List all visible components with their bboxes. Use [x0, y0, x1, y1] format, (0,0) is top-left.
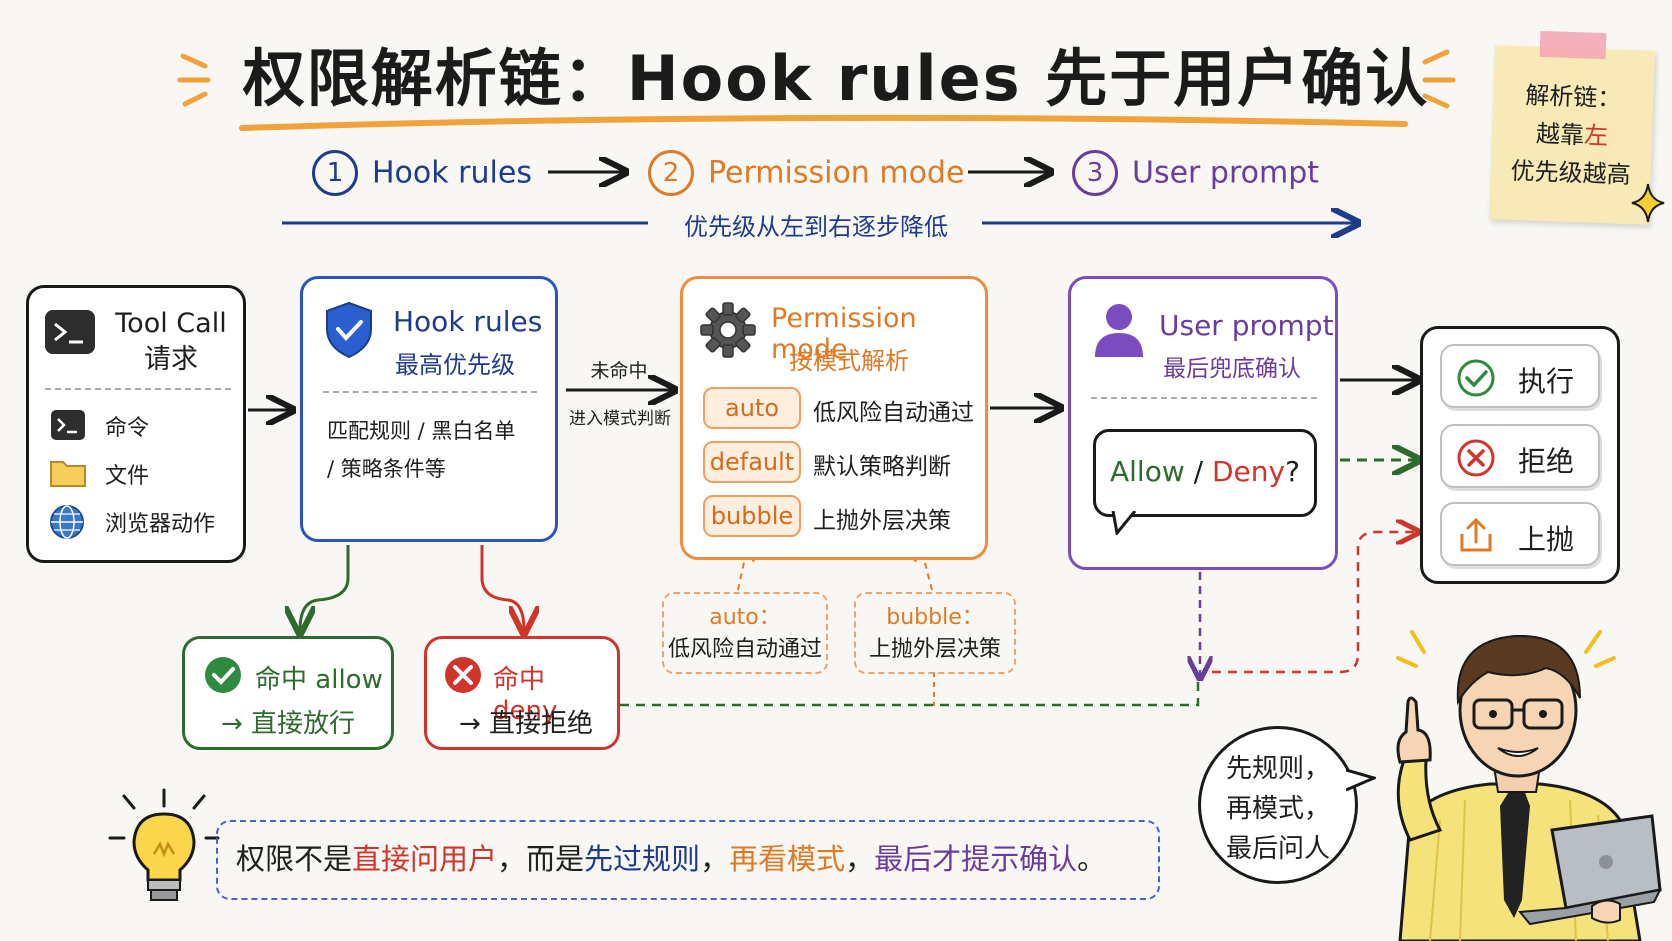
mode-desc: 低风险自动通过	[813, 400, 974, 426]
globe-icon	[50, 505, 84, 539]
character-sparks	[1396, 630, 1616, 668]
terminal-icon	[51, 410, 85, 440]
step-user-prompt: 3 User prompt	[1072, 150, 1319, 196]
hit-deny-card: 命中 deny → 直接拒绝	[424, 636, 620, 750]
page-title: 权限解析链：Hook rules 先于用户确认	[242, 42, 1430, 115]
hit-deny-action: → 直接拒绝	[459, 709, 594, 739]
mode-desc: 默认策略判断	[813, 454, 951, 480]
priority-label: 优先级从左到右逐步降低	[684, 213, 948, 241]
hit-deny-title: 命中 deny	[493, 665, 558, 726]
result-execute: 执行	[1440, 344, 1600, 408]
hook-rules-card: Hook rules 最高优先级 匹配规则 / 黑白名单 / 策略条件等	[300, 276, 558, 542]
x-circle-icon	[1457, 439, 1495, 477]
allow-deny-bubble: Allow / Deny?	[1093, 429, 1317, 517]
permission-subtitle: 按模式解析	[789, 347, 909, 375]
auto-note: auto： 低风险自动通过	[662, 592, 828, 674]
result-label: 拒绝	[1518, 445, 1575, 478]
tool-call-card: Tool Call 请求 命令 文件 浏览器动作	[26, 285, 246, 563]
star-icon	[1631, 183, 1665, 223]
step-label: Permission mode	[708, 155, 965, 191]
gear-icon	[700, 302, 756, 358]
user-icon	[1095, 304, 1143, 357]
miss-label-2: 进入模式判断	[569, 409, 671, 429]
step-number: 3	[1072, 150, 1118, 196]
hit-allow-action: → 直接放行	[221, 709, 356, 739]
miss-label-1: 未命中	[590, 360, 648, 382]
tool-call-title: Tool Call 请求	[115, 308, 227, 375]
title-underline	[239, 114, 1408, 131]
speech-bubble: 先规则， 再模式， 最后问人	[1198, 726, 1358, 884]
note-line-1: 解析链：	[1524, 81, 1622, 113]
x-circle-icon	[445, 657, 481, 693]
step-permission-mode: 2 Permission mode	[648, 150, 964, 196]
item-label: 浏览器动作	[105, 512, 216, 537]
item-label: 文件	[105, 464, 150, 489]
result-bubble-up: 上抛	[1440, 502, 1600, 566]
permission-mode-card: Permission mode 按模式解析 auto 低风险自动通过 defau…	[680, 276, 988, 560]
hook-subtitle: 最高优先级	[395, 351, 515, 379]
note-line-2: 越靠左	[1535, 119, 1609, 151]
presenter-character	[1396, 634, 1662, 941]
shield-icon	[326, 301, 372, 359]
title-sparks	[177, 49, 1456, 109]
divider	[1091, 397, 1317, 399]
lightbulb-icon	[132, 812, 196, 901]
check-circle-icon	[1457, 359, 1495, 397]
mode-chip-auto: auto	[703, 387, 801, 429]
step-label: Hook rules	[372, 155, 532, 191]
permission-title: Permission mode	[771, 303, 917, 365]
mode-chip-bubble: bubble	[703, 495, 801, 537]
divider	[323, 391, 537, 393]
item-label: 命令	[105, 416, 150, 441]
hook-body-line-1: 匹配规则 / 黑白名单	[327, 419, 516, 443]
user-prompt-subtitle: 最后兜底确认	[1163, 356, 1301, 382]
bubble-note: bubble： 上抛外层决策	[854, 592, 1016, 674]
bubble-tail	[1111, 511, 1137, 535]
result-reject: 拒绝	[1440, 424, 1600, 488]
step-label: User prompt	[1132, 155, 1320, 191]
upload-icon	[1460, 517, 1492, 552]
step-hook-rules: 1 Hook rules	[312, 150, 532, 196]
folder-icon	[50, 461, 86, 487]
mode-chip-default: default	[703, 441, 801, 483]
user-prompt-card: User prompt 最后兜底确认 Allow / Deny?	[1068, 276, 1338, 570]
tape	[1539, 30, 1607, 60]
result-label: 上抛	[1518, 523, 1575, 556]
hit-allow-card: 命中 allow → 直接放行	[182, 636, 394, 750]
note-line-3: 优先级越高	[1510, 156, 1632, 190]
divider	[45, 388, 231, 390]
hook-title: Hook rules	[393, 305, 543, 338]
mode-desc: 上抛外层决策	[813, 508, 951, 534]
step-number: 2	[648, 150, 694, 196]
step-number: 1	[312, 150, 358, 196]
user-prompt-title: User prompt	[1159, 309, 1334, 342]
check-circle-icon	[205, 657, 241, 693]
terminal-icon	[45, 310, 95, 354]
bulb-sparks	[108, 788, 220, 840]
hit-allow-title: 命中 allow	[255, 665, 383, 695]
summary-box: 权限不是直接问用户，而是先过规则，再看模式，最后才提示确认。	[216, 820, 1160, 900]
speech-tail	[1346, 768, 1376, 792]
hook-body-line-2: / 策略条件等	[327, 457, 446, 481]
result-label: 执行	[1518, 365, 1575, 398]
